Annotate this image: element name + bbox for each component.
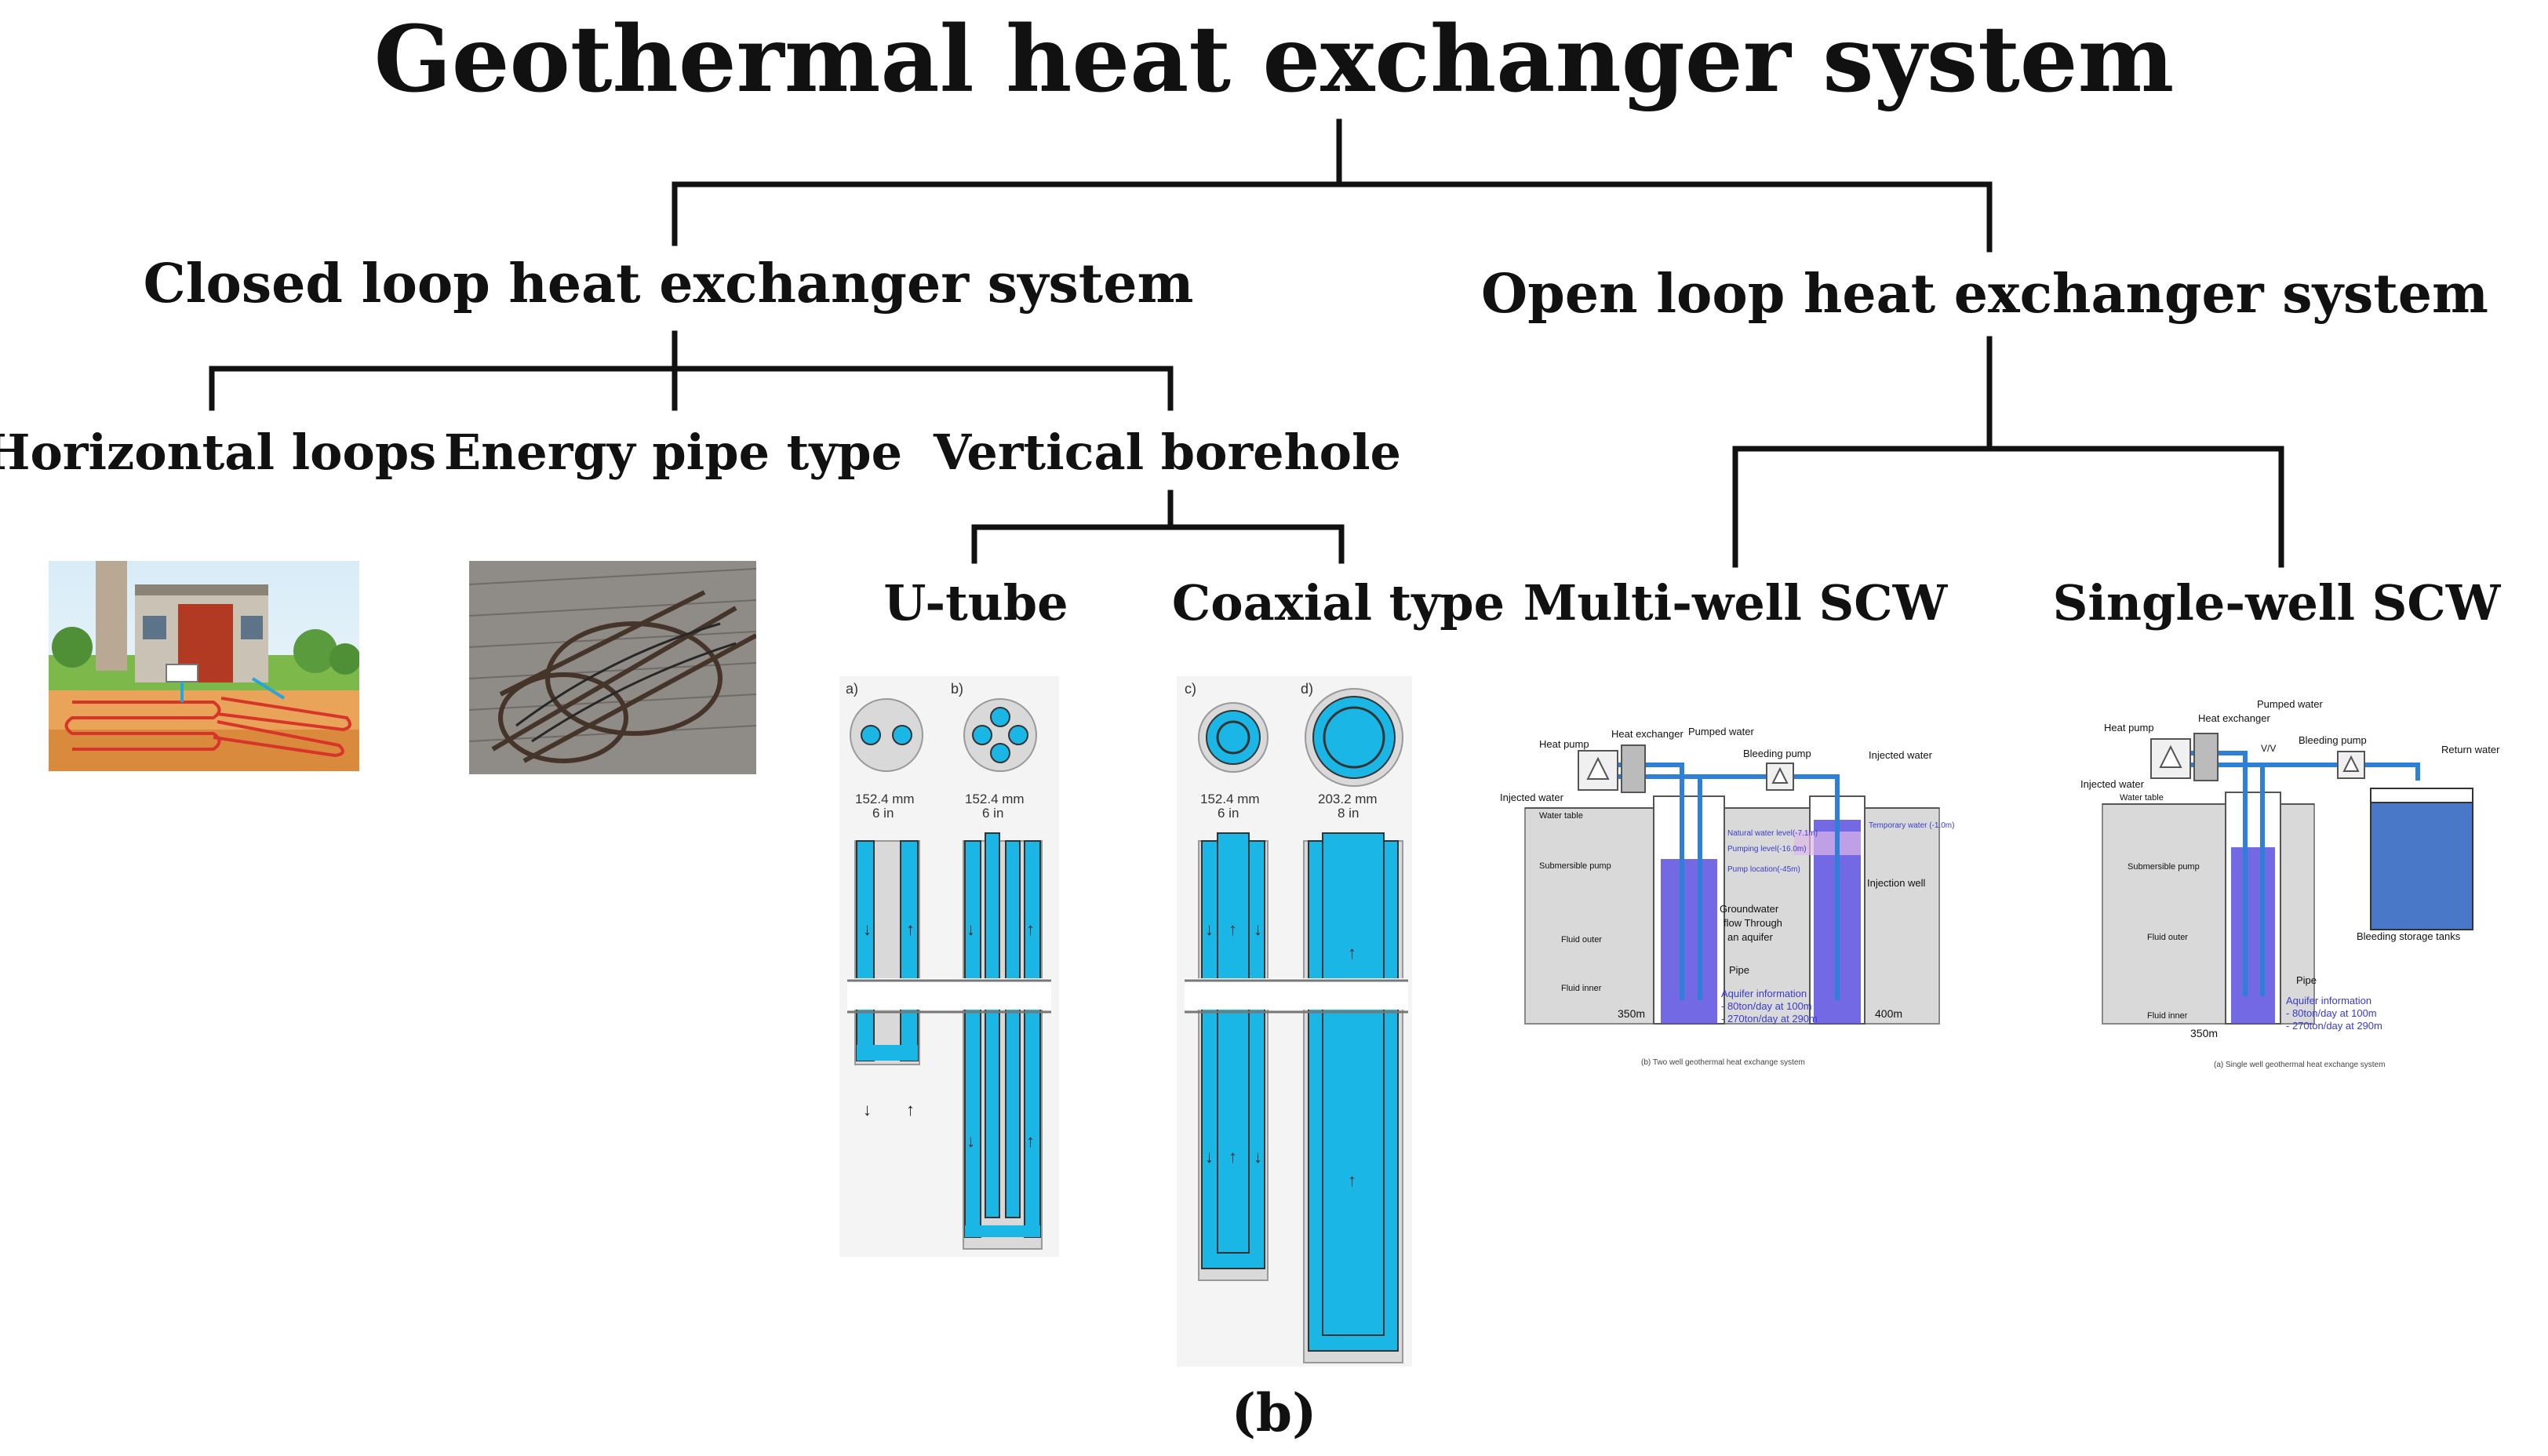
energy-pipe-label: Energy pipe type xyxy=(443,424,903,481)
dim-d: 203.2 mm xyxy=(1318,792,1378,806)
mw-injected-water-left: Injected water xyxy=(1500,792,1564,803)
mw-groundwater-1: Groundwater xyxy=(1720,903,1779,915)
mw-submersible: Submersible pump xyxy=(1539,861,1611,871)
mw-bleeding-pump: Bleeding pump xyxy=(1743,748,1811,759)
mw-aquifer-3: - 270ton/day at 290m xyxy=(1721,1013,1818,1025)
figure-caption: (b) xyxy=(1231,1382,1317,1443)
svg-text:↑: ↑ xyxy=(1026,1131,1035,1151)
sw-fluid-outer: Fluid outer xyxy=(2147,933,2188,942)
svg-text:↑: ↑ xyxy=(1026,919,1035,939)
u-tube-diagram: a) b) 152.4 mm 6 in 152.4 mm 6 in ↓↑ ↓↑ … xyxy=(839,676,1059,1257)
mw-groundwater-3: an aquifer xyxy=(1727,931,1773,943)
coaxial-label: Coaxial type xyxy=(1171,574,1505,632)
mw-injected-water-top: Injected water xyxy=(1869,749,1933,761)
single-well-label: Single-well SCW xyxy=(2052,574,2501,632)
horizontal-loops-image xyxy=(49,561,359,771)
dim-d-in: 8 in xyxy=(1338,806,1359,821)
sw-tank: Bleeding storage tanks xyxy=(2357,930,2461,942)
sw-heat-pump: Heat pump xyxy=(2104,722,2154,733)
multi-well-label: Multi-well SCW xyxy=(1523,574,1948,632)
svg-text:↓: ↓ xyxy=(1205,919,1214,939)
sw-aquifer-3: - 270ton/day at 290m xyxy=(2286,1020,2382,1032)
sw-bleeding-pump: Bleeding pump xyxy=(2299,734,2367,746)
mw-water-table: Water table xyxy=(1539,811,1583,821)
dim-b-in: 6 in xyxy=(982,806,1003,821)
vertical-borehole-label: Vertical borehole xyxy=(933,424,1402,481)
sw-return-water: Return water xyxy=(2441,744,2500,755)
svg-text:↓: ↓ xyxy=(1254,919,1262,939)
sw-depth: 350m xyxy=(2190,1027,2218,1039)
sw-subcaption: (a) Single well geothermal heat exchange… xyxy=(2214,1061,2385,1069)
svg-text:↑: ↑ xyxy=(906,1100,915,1119)
mw-pumped-water: Pumped water xyxy=(1688,726,1754,737)
svg-text:↓: ↓ xyxy=(966,1131,975,1151)
svg-text:↓: ↓ xyxy=(1205,1147,1214,1167)
dim-a: 152.4 mm xyxy=(855,792,915,806)
mw-fluid-outer: Fluid outer xyxy=(1561,935,1602,945)
closed-loop-label: Closed loop heat exchanger system xyxy=(143,253,1194,315)
dim-c-in: 6 in xyxy=(1218,806,1239,821)
multi-well-figure: Heat exchanger Heat pump Pumped water Bl… xyxy=(1500,726,1954,1067)
svg-text:↓: ↓ xyxy=(1254,1147,1262,1167)
mw-depth-1: 350m xyxy=(1618,1007,1645,1020)
dim-b: 152.4 mm xyxy=(965,792,1025,806)
sw-water-table: Water table xyxy=(2120,793,2164,803)
label-b: b) xyxy=(951,681,963,697)
svg-text:↓: ↓ xyxy=(863,1100,872,1119)
mw-heat-pump: Heat pump xyxy=(1539,738,1589,750)
sw-pumped-water: Pumped water xyxy=(2257,698,2323,710)
mw-pipe: Pipe xyxy=(1729,964,1749,976)
svg-text:↓: ↓ xyxy=(863,919,872,939)
open-loop-label: Open loop heat exchanger system xyxy=(1481,263,2488,326)
mw-fluid-inner: Fluid inner xyxy=(1561,984,1602,993)
svg-text:↑: ↑ xyxy=(1348,943,1356,963)
horizontal-loops-label: Horizontal loops xyxy=(0,424,437,481)
dim-c: 152.4 mm xyxy=(1200,792,1260,806)
svg-text:↑: ↑ xyxy=(1228,1147,1237,1167)
sw-vv: V/V xyxy=(2261,743,2276,754)
mw-aquifer-1: Aquifer information xyxy=(1721,988,1807,999)
u-tube-label: U-tube xyxy=(883,574,1068,632)
mw-groundwater-2: flow Through xyxy=(1724,917,1782,929)
diagram-title: Geothermal heat exchanger system xyxy=(373,6,2175,113)
mw-aquifer-2: - 80ton/day at 100m xyxy=(1721,1000,1812,1012)
dim-a-in: 6 in xyxy=(872,806,894,821)
coaxial-diagram: c) d) 152.4 mm 6 in 203.2 mm 8 in ↓ ↑ ↓ ↓ ↑… xyxy=(1177,676,1412,1367)
svg-text:↓: ↓ xyxy=(966,919,975,939)
label-a: a) xyxy=(846,681,858,697)
sw-injected-water: Injected water xyxy=(2080,778,2145,790)
mw-heat-exchanger: Heat exchanger xyxy=(1611,728,1684,740)
sw-heat-exchanger: Heat exchanger xyxy=(2198,712,2270,724)
mw-pump-location: Pump location(-45m) xyxy=(1727,865,1800,874)
mw-temp-water: Temporary water (-1.0m) xyxy=(1869,821,1954,830)
svg-text:↑: ↑ xyxy=(1228,919,1237,939)
mw-natural-level: Natural water level(-7.1m) xyxy=(1727,829,1818,838)
mw-injection-well: Injection well xyxy=(1867,877,1926,889)
energy-pipe-image xyxy=(469,561,756,774)
label-c: c) xyxy=(1185,681,1196,697)
svg-text:↑: ↑ xyxy=(906,919,915,939)
sw-pipe: Pipe xyxy=(2296,974,2317,986)
svg-text:↑: ↑ xyxy=(1348,1170,1356,1190)
mw-depth-2: 400m xyxy=(1875,1007,1902,1020)
sw-fluid-inner: Fluid inner xyxy=(2147,1011,2188,1021)
single-well-figure: Heat exchanger Heat pump Pumped water Bl… xyxy=(2080,698,2500,1069)
label-d: d) xyxy=(1301,681,1313,697)
sw-submersible: Submersible pump xyxy=(2128,862,2200,872)
sw-aquifer-2: - 80ton/day at 100m xyxy=(2286,1007,2377,1019)
sw-aquifer-1: Aquifer information xyxy=(2286,995,2371,1006)
mw-pumping-level: Pumping level(-16.0m) xyxy=(1727,845,1807,854)
mw-subcaption: (b) Two well geothermal heat exchange sy… xyxy=(1641,1058,1805,1067)
